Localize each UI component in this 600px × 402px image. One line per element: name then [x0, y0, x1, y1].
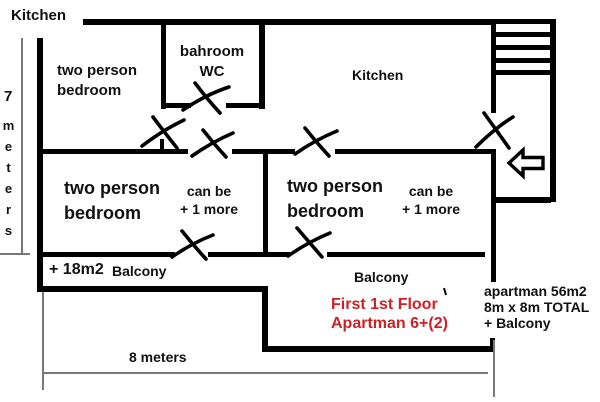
wall-balcony-left: [37, 286, 267, 292]
dimension-tick-left: [42, 292, 44, 390]
door-swing-icon: [474, 111, 515, 150]
door-swing-icon: [170, 229, 215, 261]
balcony-left-label: Balcony: [112, 263, 167, 279]
wall-balcony-step: [262, 286, 268, 350]
door-swing-icon: [181, 81, 231, 115]
room-label-bedroom-bottom-right: two person bedroom: [287, 176, 384, 221]
dimension-line-horizontal: [42, 372, 488, 374]
room-label-bedroom-top-left: two person bedroom: [57, 62, 138, 99]
wall-bathroom-left: [161, 22, 166, 109]
dimension-height-number: 7: [4, 88, 13, 105]
room-label-bathroom: bahroom WC: [179, 43, 245, 80]
wall-bedroom-divider: [263, 149, 268, 257]
stray-mark: [443, 287, 447, 296]
stairs-icon: [491, 70, 555, 75]
wall-floor-c: [327, 252, 485, 257]
wall-hall-a: [37, 149, 188, 154]
wall-stairs-left-rail: [491, 19, 496, 113]
dimension-line-vertical: [21, 38, 23, 255]
wall-bedroom-right-side: [491, 149, 496, 282]
wall-bathroom-bottom-b: [226, 103, 264, 108]
wall-balcony-right: [262, 346, 495, 352]
balcony-right-label: Balcony: [354, 269, 409, 285]
dimension-height-unit: meters: [1, 118, 16, 244]
balcony-left-area: + 18m2: [49, 261, 104, 278]
wall-floor-a: [37, 252, 175, 257]
door-swing-icon: [286, 226, 332, 259]
stairs-icon: [491, 45, 555, 50]
wall-hall-c: [335, 149, 493, 154]
note-can-be-right: can be + 1 more: [402, 183, 460, 217]
note-can-be-left: can be + 1 more: [180, 183, 238, 217]
door-swing-icon: [190, 128, 235, 159]
wall-door-jamb: [160, 139, 164, 151]
arrow-left-icon: [506, 146, 545, 180]
outside-kitchen-label: Kitchen: [11, 7, 67, 24]
dimension-width-label: 8 meters: [129, 349, 187, 365]
stairs-icon: [491, 32, 555, 37]
apartment-summary: apartman 56m2 8m x 8m TOTAL + Balcony: [484, 283, 590, 331]
floor-title: First 1st Floor Apartman 6+(2): [331, 296, 448, 332]
dimension-tick-right: [493, 340, 495, 397]
stairs-icon: [491, 19, 555, 24]
wall-top: [83, 19, 492, 25]
door-swing-icon: [293, 126, 339, 158]
room-label-kitchen: Kitchen: [352, 67, 404, 83]
wall-bathroom-bottom-a: [161, 103, 191, 108]
stairs-icon: [491, 58, 555, 63]
wall-right: [550, 19, 556, 202]
wall-bathroom-right: [259, 22, 265, 109]
wall-left: [37, 38, 43, 292]
wall-entry-bottom: [494, 197, 551, 203]
room-label-bedroom-bottom-left: two person bedroom: [64, 178, 161, 223]
wall-floor-b: [208, 252, 290, 257]
dimension-tick-bottom: [0, 253, 30, 255]
wall-balcony-end-tick: [490, 338, 495, 350]
door-swing-icon: [140, 115, 186, 150]
